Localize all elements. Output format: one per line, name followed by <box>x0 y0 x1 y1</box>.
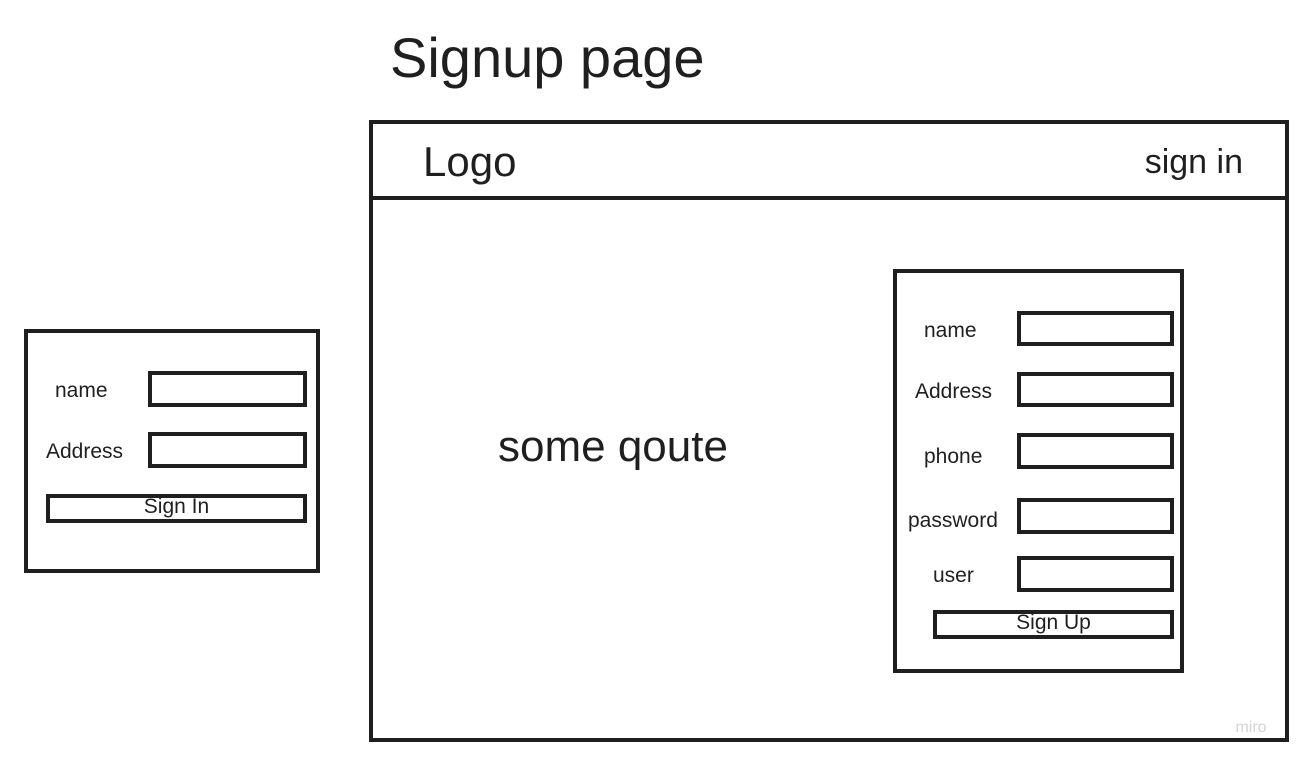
address-input[interactable] <box>1017 372 1174 407</box>
signup-form: name Address phone password user Sign Up <box>893 269 1184 673</box>
address-label: Address <box>915 380 993 403</box>
logo[interactable]: Logo <box>423 138 517 185</box>
miro-watermark: miro <box>1222 719 1280 737</box>
quote-text: some qoute <box>498 422 728 471</box>
password-input[interactable] <box>1017 498 1174 534</box>
phone-input[interactable] <box>1017 433 1174 469</box>
signin-form: name Address Sign In <box>24 329 320 573</box>
password-label: password <box>908 509 998 532</box>
address-input[interactable] <box>148 432 307 468</box>
name-label: name <box>55 379 108 402</box>
sign-in-link[interactable]: sign in <box>1144 143 1243 181</box>
user-label: user <box>933 564 974 587</box>
name-input[interactable] <box>1017 311 1174 346</box>
address-label: Address <box>46 440 124 463</box>
page-title: Signup page <box>390 26 705 89</box>
name-label: name <box>924 319 977 342</box>
name-input[interactable] <box>148 371 307 407</box>
sign-in-button[interactable]: Sign In <box>46 494 307 523</box>
phone-label: phone <box>924 445 983 468</box>
page-wireframe: Logo sign in some qoute name Address pho… <box>369 120 1289 742</box>
site-header: Logo sign in <box>373 124 1285 200</box>
user-input[interactable] <box>1017 556 1174 592</box>
sign-up-button[interactable]: Sign Up <box>933 610 1174 639</box>
